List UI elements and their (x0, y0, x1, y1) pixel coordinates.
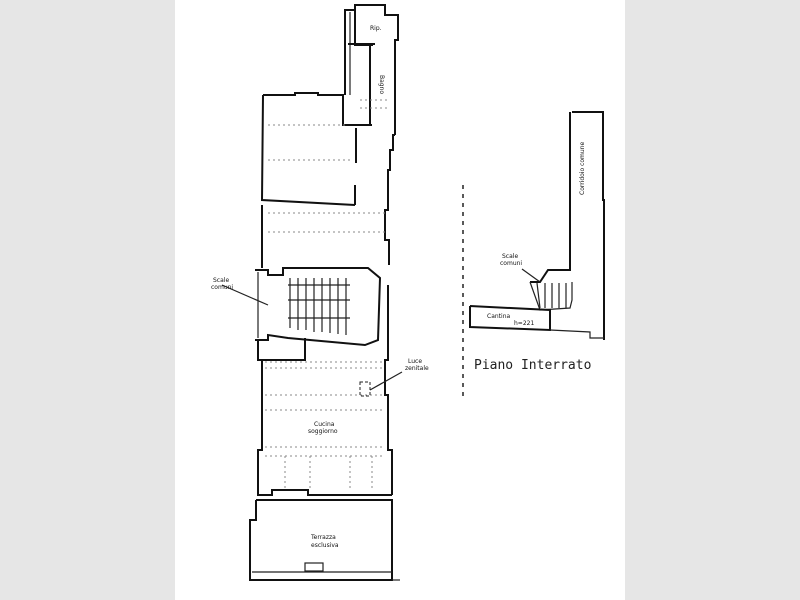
label-scale-2: comuni (211, 284, 233, 291)
label-corridoio: Corridoio comune (579, 142, 586, 196)
label-luce-1: Luce (408, 358, 422, 365)
label-cantina: Cantina (487, 313, 510, 320)
drawing-sheet (175, 0, 625, 600)
label-basement-scale-1: Scale (502, 253, 518, 260)
skylight-marker (359, 381, 371, 397)
leader-scale (221, 284, 269, 306)
label-cucina-2: soggiorno (308, 428, 338, 435)
basement-stair-treads (536, 282, 567, 309)
label-terrazza-1: Terrazza (310, 534, 336, 541)
leader-luce (369, 371, 403, 391)
label-scale-1: Scale (213, 277, 229, 284)
label-terrazza-2: esclusiva (311, 542, 339, 549)
label-bagno: Bagno (378, 75, 385, 94)
stair-treads (288, 278, 350, 335)
basement-title: Piano Interrato (474, 358, 591, 373)
label-rip: Rip. (370, 25, 382, 32)
label-luce-2: zenitale (405, 365, 429, 372)
label-cantina-height: h=221 (514, 320, 534, 327)
label-basement-scale-2: comuni (500, 260, 522, 267)
terrace-feature (304, 562, 324, 572)
label-cucina-1: Cucina (314, 421, 335, 428)
basement-plan (462, 111, 605, 400)
ground-floor-plan (221, 4, 403, 581)
